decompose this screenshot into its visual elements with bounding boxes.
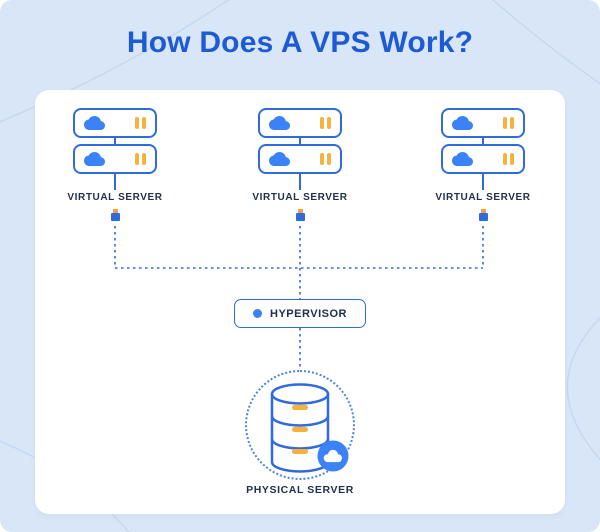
- server-unit: [441, 108, 525, 138]
- server-indicator-bars-icon: [135, 117, 146, 129]
- cloud-icon: [84, 116, 105, 130]
- server-stack: [258, 108, 342, 190]
- server-stack: [441, 108, 525, 190]
- port-connector-icon: [295, 209, 305, 221]
- hypervisor-label: HYPERVISOR: [270, 307, 347, 320]
- port-connector-icon: [478, 209, 488, 221]
- cloud-icon: [269, 116, 290, 130]
- virtual-server-label: VIRTUAL SERVER: [67, 192, 163, 203]
- hypervisor-dot-icon: [253, 309, 263, 318]
- server-indicator-bars-icon: [135, 153, 146, 165]
- physical-server-label: PHYSICAL SERVER: [246, 484, 354, 496]
- server-stack: [73, 108, 157, 190]
- server-unit: [258, 144, 342, 174]
- server-unit: [441, 144, 525, 174]
- server-unit: [73, 108, 157, 138]
- virtual-server-label: VIRTUAL SERVER: [435, 192, 531, 203]
- virtual-server-group: VIRTUAL SERVER: [423, 108, 543, 221]
- page-title: How Does A VPS Work?: [126, 26, 474, 59]
- cloud-icon: [452, 152, 473, 166]
- server-indicator-bars-icon: [503, 117, 514, 129]
- physical-server-dotted-circle: [245, 370, 355, 480]
- server-unit: [73, 144, 157, 174]
- hypervisor-box: HYPERVISOR: [234, 299, 366, 328]
- diagram-card: VIRTUAL SERVER VIRTUAL SERVER: [35, 90, 565, 514]
- database-icon: [270, 383, 349, 473]
- port-connector-icon: [110, 209, 120, 221]
- cloud-icon: [84, 152, 105, 166]
- server-indicator-bars-icon: [503, 153, 514, 165]
- cloud-icon: [452, 116, 473, 130]
- cloud-icon: [269, 152, 290, 166]
- server-indicator-bars-icon: [320, 153, 331, 165]
- virtual-server-label: VIRTUAL SERVER: [252, 192, 348, 203]
- virtual-server-group: VIRTUAL SERVER: [240, 108, 360, 221]
- virtual-server-group: VIRTUAL SERVER: [55, 108, 175, 221]
- server-unit: [258, 108, 342, 138]
- server-indicator-bars-icon: [320, 117, 331, 129]
- cloud-badge-icon: [317, 440, 349, 472]
